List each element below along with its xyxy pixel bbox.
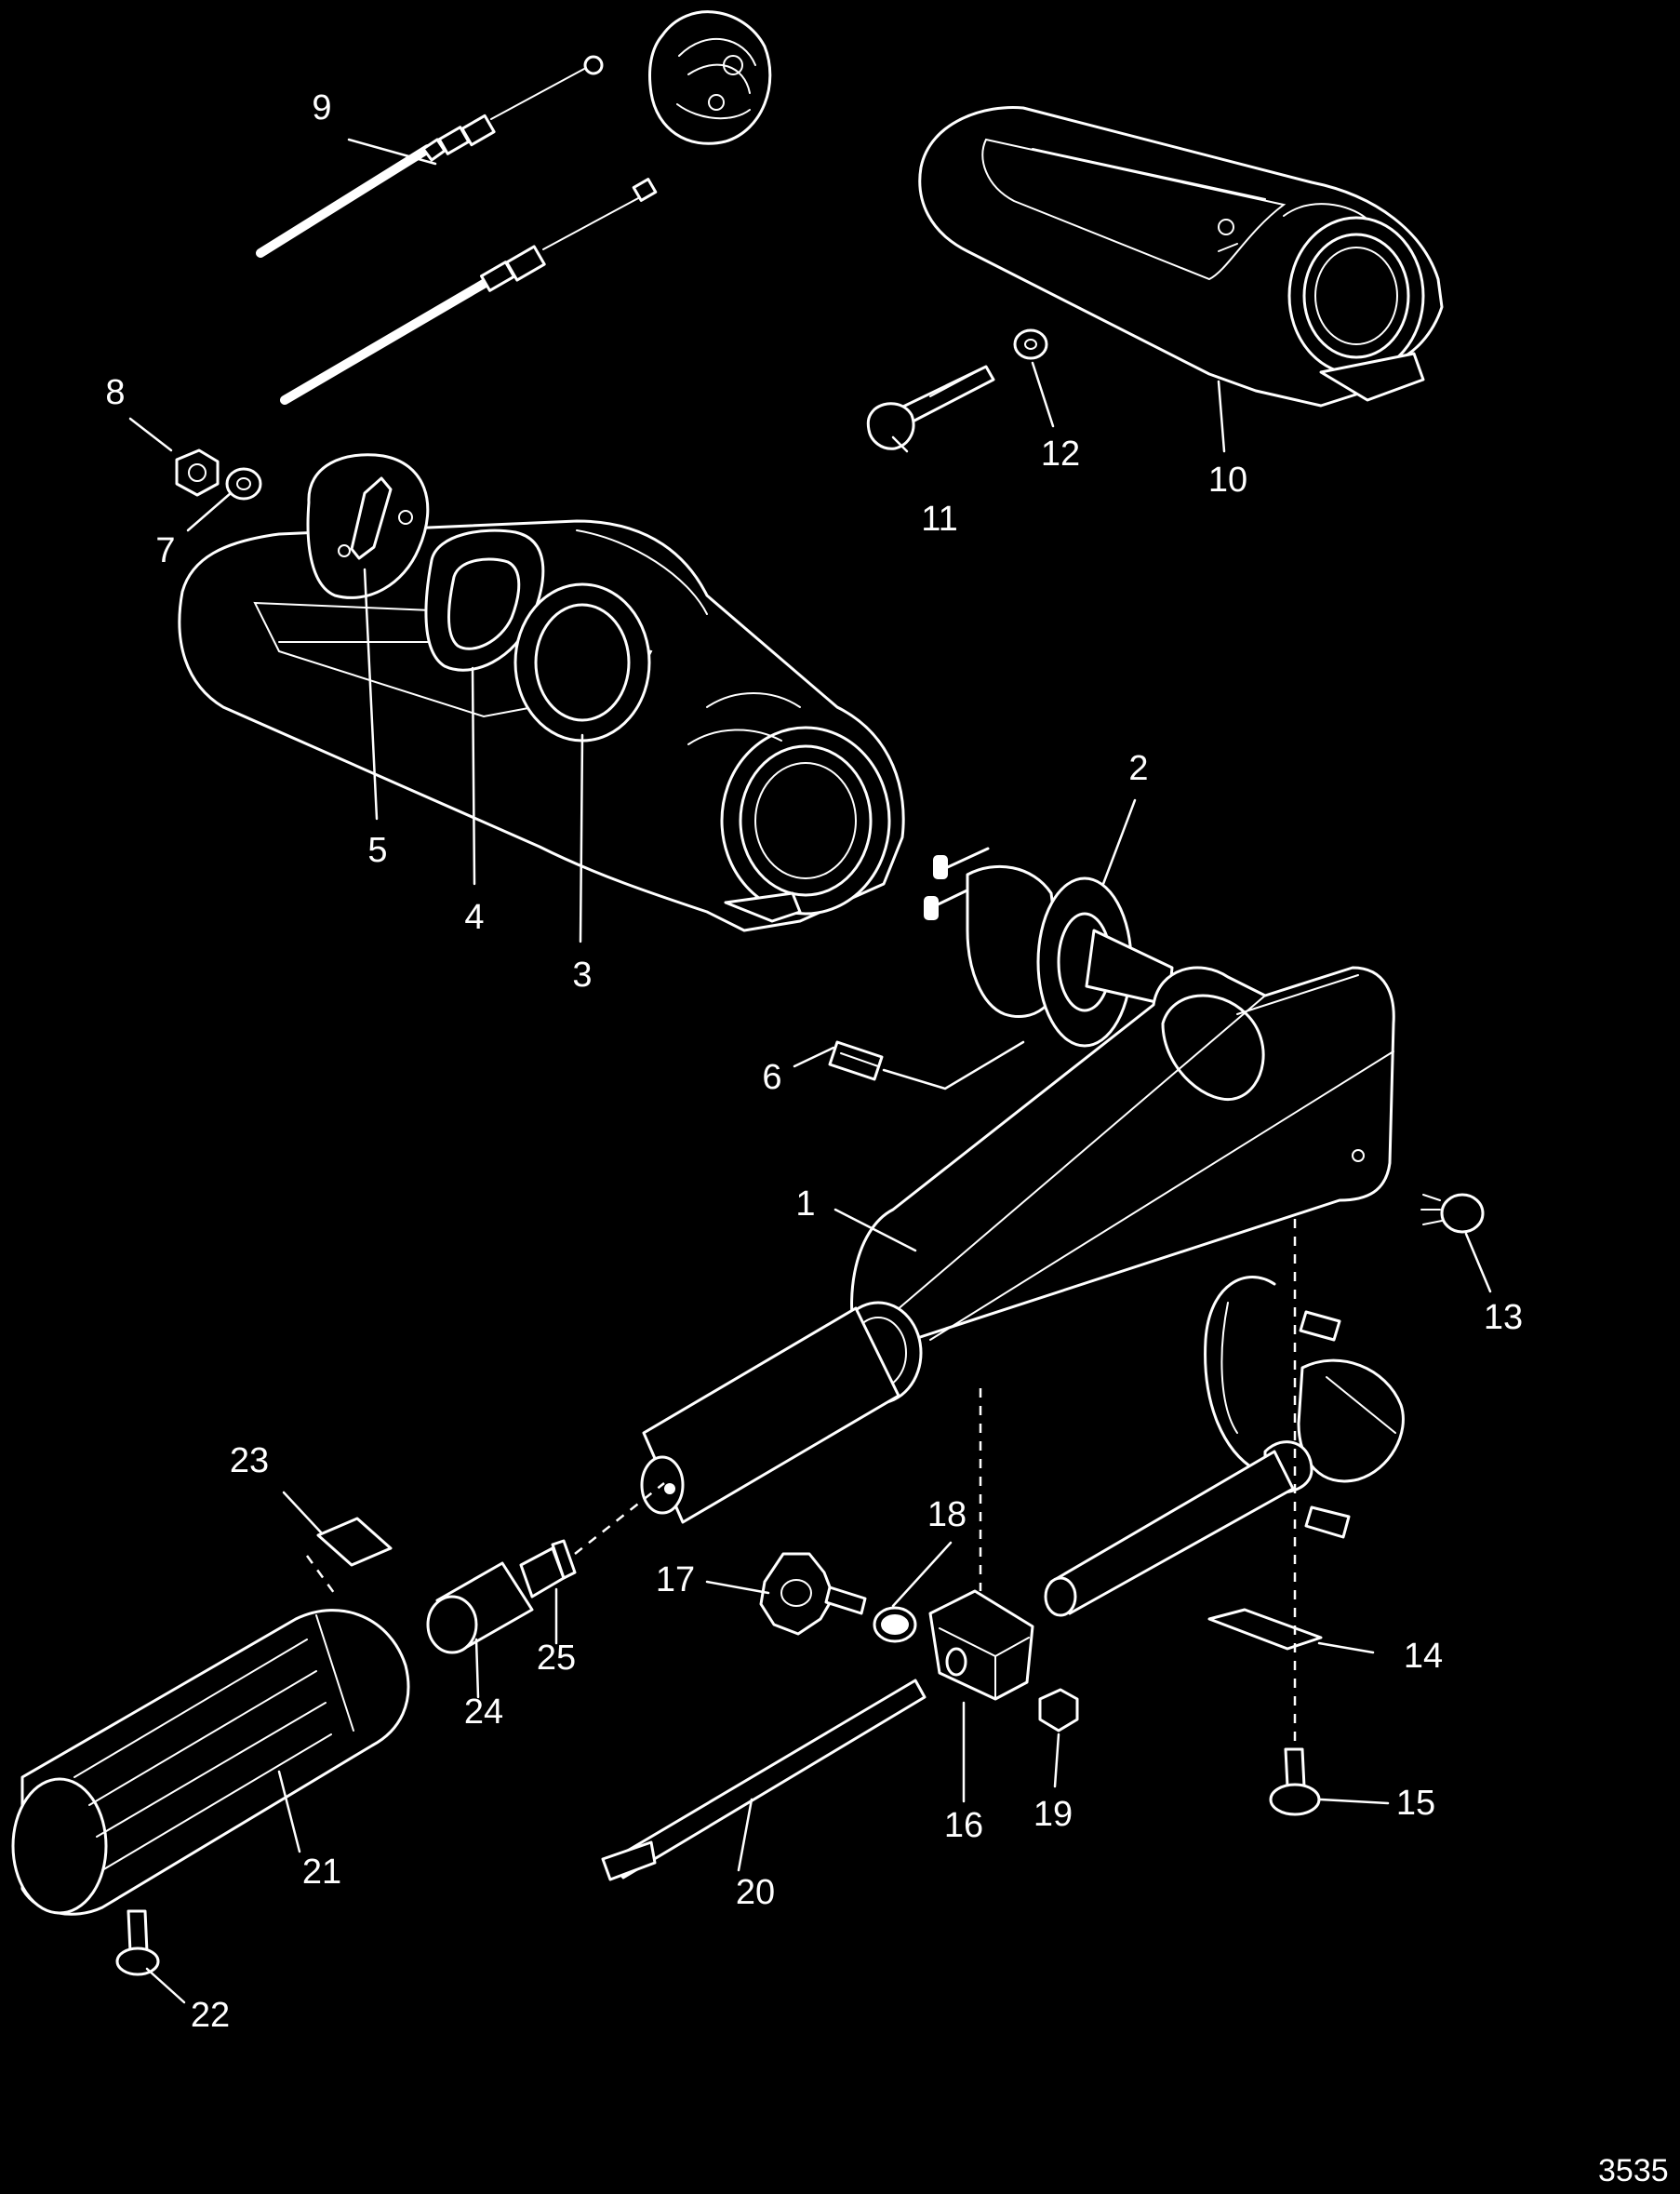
drawing-code: 3535 bbox=[1598, 2153, 1669, 2188]
callout-22: 22 bbox=[191, 1996, 230, 2035]
decal-23-part bbox=[316, 1517, 393, 1567]
callout-18: 18 bbox=[927, 1495, 967, 1534]
callout-17: 17 bbox=[656, 1560, 695, 1599]
bushing-2-part bbox=[924, 847, 1174, 1048]
key-14-part bbox=[1207, 1608, 1323, 1651]
callout-20: 20 bbox=[736, 1873, 775, 1912]
adapter-25-part bbox=[519, 1539, 577, 1599]
callout-16: 16 bbox=[944, 1806, 983, 1845]
seal-ring-3-part bbox=[513, 582, 651, 742]
gasket-4-part bbox=[424, 528, 545, 672]
callout-21: 21 bbox=[302, 1853, 341, 1892]
screw-15-part bbox=[1269, 1747, 1321, 1816]
nut-19-part bbox=[1038, 1688, 1079, 1732]
cable-lower-part bbox=[280, 178, 658, 405]
callout-1: 1 bbox=[795, 1184, 815, 1224]
pin-6-part bbox=[828, 1040, 884, 1081]
plug-13-part bbox=[1420, 1193, 1485, 1234]
callout-24: 24 bbox=[464, 1692, 503, 1732]
callout-25: 25 bbox=[537, 1639, 576, 1678]
callout-6: 6 bbox=[762, 1058, 781, 1097]
callout-19: 19 bbox=[1033, 1795, 1073, 1834]
bolt-11-part bbox=[866, 365, 995, 450]
washer-18-part bbox=[873, 1606, 917, 1643]
bushing-24-part bbox=[426, 1561, 534, 1654]
callout-10: 10 bbox=[1208, 461, 1247, 500]
callout-12: 12 bbox=[1041, 435, 1080, 474]
assembly-guide-lines bbox=[305, 1219, 1297, 1749]
shift-linkage-part bbox=[1044, 1276, 1405, 1617]
link-rod-20-part bbox=[601, 1679, 927, 1881]
washer-12-part bbox=[1013, 328, 1048, 360]
tiller-bracket-upper-part bbox=[918, 105, 1444, 408]
callout-13: 13 bbox=[1484, 1298, 1523, 1337]
washer-7-part bbox=[225, 467, 262, 501]
plate-5-part bbox=[306, 453, 430, 599]
callout-8: 8 bbox=[105, 373, 125, 412]
grip-21-part bbox=[11, 1609, 410, 1916]
knob-17-part bbox=[759, 1552, 867, 1636]
callout-3: 3 bbox=[572, 956, 592, 995]
callout-23: 23 bbox=[230, 1441, 269, 1480]
callout-14: 14 bbox=[1404, 1637, 1443, 1676]
callout-7: 7 bbox=[155, 531, 175, 570]
callout-labels: 1 2 3 4 5 6 7 8 9 10 11 12 13 14 15 16 1… bbox=[105, 88, 1523, 2035]
nut-8-part bbox=[175, 448, 220, 497]
screw-22-part bbox=[115, 1909, 160, 1976]
callout-11: 11 bbox=[921, 500, 957, 539]
callout-4: 4 bbox=[464, 898, 484, 937]
clamp-block-16-part bbox=[928, 1589, 1034, 1701]
callout-2: 2 bbox=[1128, 749, 1148, 788]
top-grip-cap-part bbox=[648, 10, 772, 145]
callout-5: 5 bbox=[367, 831, 387, 870]
pin-6-seat-line bbox=[882, 1040, 1025, 1090]
tiller-arm-1-part bbox=[640, 966, 1395, 1524]
callout-9: 9 bbox=[312, 88, 331, 127]
callout-15: 15 bbox=[1396, 1784, 1435, 1823]
cable-upper-part bbox=[256, 55, 604, 258]
leader-lines bbox=[128, 138, 1492, 2004]
